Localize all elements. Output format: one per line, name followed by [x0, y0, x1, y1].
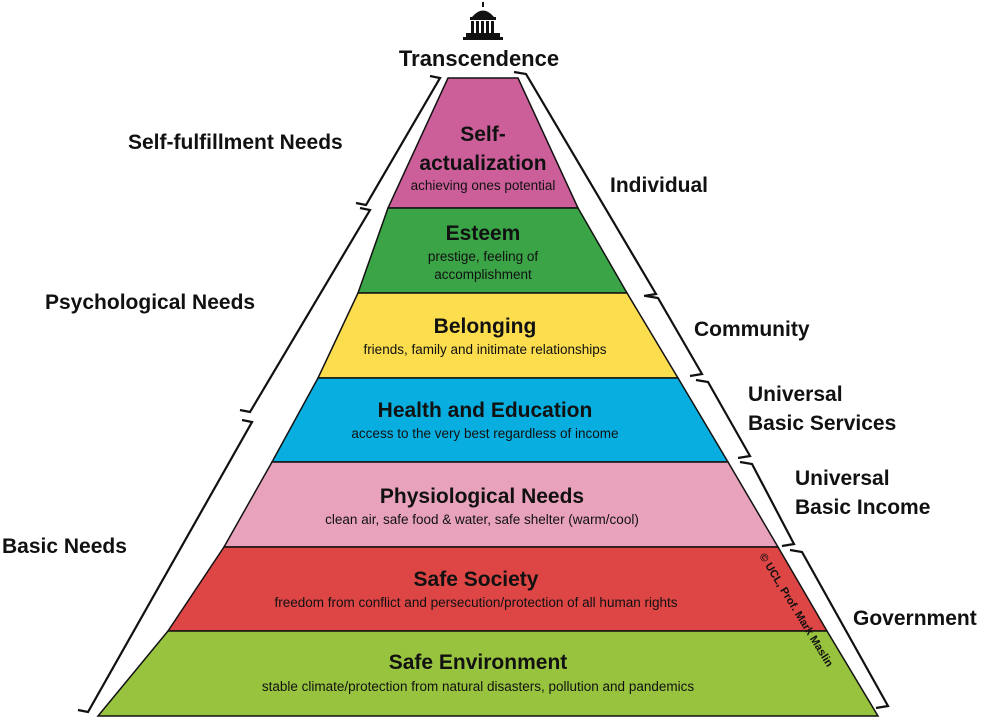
- brace-psychological: [239, 206, 372, 414]
- label-ubs-line1: Universal: [748, 383, 843, 406]
- tier-title: Health and Education: [378, 399, 593, 422]
- tier-subtitle: clean air, safe food & water, safe shelt…: [325, 512, 639, 527]
- label-ubs-line2: Basic Services: [748, 412, 896, 435]
- tier-subtitle: prestige, feeling of: [428, 249, 539, 264]
- tier-safe-environment: [96, 630, 880, 717]
- label-individual: Individual: [610, 174, 708, 197]
- label-community: Community: [694, 318, 810, 341]
- tier-title: Safe Environment: [389, 651, 568, 674]
- tier-title: Safe Society: [414, 568, 539, 591]
- label-ubi-line1: Universal: [795, 467, 890, 490]
- tier-title: Physiological Needs: [380, 485, 584, 508]
- label-ubi-line2: Basic Income: [795, 496, 930, 519]
- brace-self-fulfillment: [355, 74, 442, 207]
- label-basic: Basic Needs: [2, 535, 127, 558]
- transcendence-label: Transcendence: [399, 46, 559, 71]
- tier-subtitle: access to the very best regardless of in…: [351, 426, 618, 441]
- tier-title: Belonging: [434, 315, 537, 338]
- brace-government: [789, 548, 890, 710]
- brace-individual: [513, 70, 658, 298]
- brace-basic: [77, 418, 254, 714]
- tier-subtitle: achieving ones potential: [411, 178, 556, 193]
- brace-community: [645, 294, 704, 378]
- tier-subtitle: friends, family and initimate relationsh…: [363, 342, 606, 357]
- tier-subtitle: freedom from conflict and persecution/pr…: [275, 595, 678, 610]
- brace-ubs: [695, 378, 752, 460]
- brace-ubi: [739, 460, 796, 548]
- tier-title: Self-: [460, 123, 506, 146]
- tier-title: actualization: [419, 152, 546, 175]
- building-dome-icon: [463, 2, 503, 40]
- tier-subtitle: accomplishment: [434, 267, 532, 282]
- label-government: Government: [853, 607, 977, 630]
- label-psychological: Psychological Needs: [45, 291, 255, 314]
- tier-title: Esteem: [446, 222, 521, 245]
- label-self-fulfillment: Self-fulfillment Needs: [128, 131, 343, 154]
- tier-subtitle: stable climate/protection from natural d…: [262, 679, 694, 694]
